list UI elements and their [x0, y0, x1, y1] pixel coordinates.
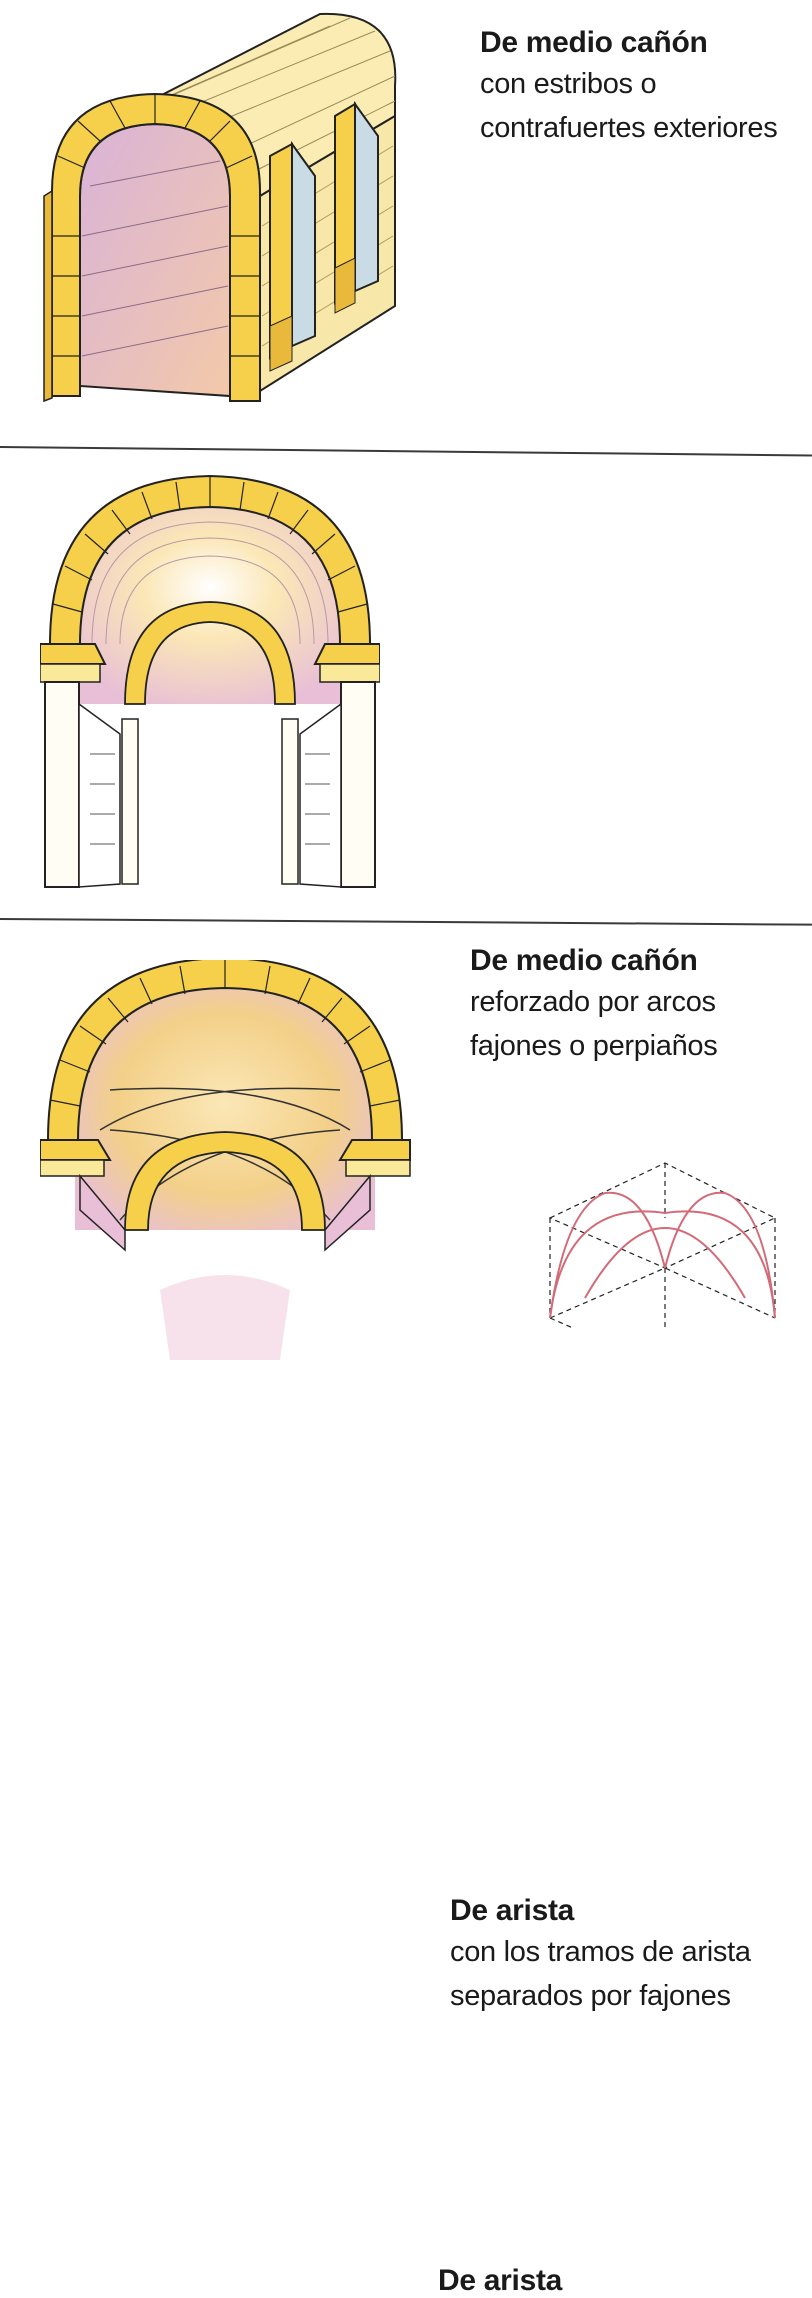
caption-line: con estribos o — [480, 68, 657, 100]
caption-barrel-vault-buttresses: De medio cañón con estribos o contrafuer… — [480, 24, 778, 150]
transverse-arch-vault-drawing — [40, 474, 380, 888]
caption-groin-vault: De arista con los tramos de arista separ… — [450, 1892, 751, 2018]
caption-title: De medio cañón — [470, 944, 698, 977]
groin-vault-drawing — [40, 960, 411, 1360]
caption-line: fajones o perpiaños — [470, 1030, 718, 1062]
caption-line: separados por fajones — [450, 1980, 731, 2012]
groin-diagram-label: De arista — [438, 2264, 563, 2297]
groin-vault-wireframe-diagram — [548, 1162, 777, 1328]
caption-line: reforzado por arcos — [470, 986, 716, 1018]
caption-transverse-arches: De medio cañón reforzado por arcos fajon… — [470, 942, 718, 1068]
barrel-vault-buttress-drawing — [43, 12, 397, 403]
panel-groin-vault: De arista con los tramos de arista separ… — [0, 924, 812, 2297]
caption-title: De arista — [450, 1894, 575, 1927]
caption-line: con los tramos de arista — [450, 1936, 751, 1968]
panel-barrel-vault-transverse-arches: De medio cañón reforzado por arcos fajon… — [0, 452, 812, 1062]
caption-title: De medio cañón — [480, 26, 708, 59]
caption-line: contrafuertes exteriores — [480, 112, 778, 144]
panel-barrel-vault-buttresses: De medio cañón con estribos o contrafuer… — [0, 0, 812, 446]
